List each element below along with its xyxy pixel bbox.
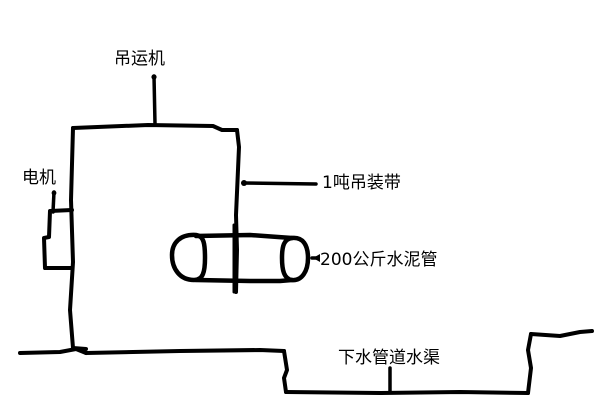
sling-leader-line (241, 180, 318, 186)
label-motor: 电机 (22, 168, 56, 188)
pipe-leader-arrow (310, 254, 320, 262)
motor-leader-line (51, 190, 57, 214)
ground-line (18, 347, 88, 355)
sewer-trench-profile (84, 329, 594, 395)
hoist-leader-dot (151, 74, 157, 80)
label-hoist: 吊运机 (114, 49, 165, 69)
machine-body-rectangle (68, 123, 241, 351)
motor-box (42, 208, 74, 270)
motor-leader-dot (51, 190, 57, 196)
hoist-leader-line (151, 74, 157, 126)
label-sling: 1吨吊装带 (322, 173, 401, 193)
label-cement-pipe: 200公斤水泥管 (320, 250, 438, 270)
label-sewer-channel: 下水管道水渠 (338, 348, 440, 368)
pipe-arrowhead (313, 254, 320, 262)
cement-pipe-cylinder (169, 232, 311, 284)
sling-leader-dot (241, 180, 247, 186)
